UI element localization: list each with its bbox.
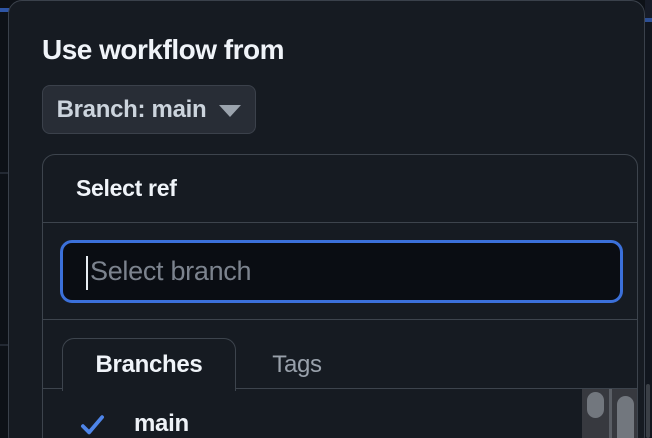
ref-panel-header: Select ref <box>43 155 637 223</box>
triangle-down-icon <box>219 105 242 117</box>
background-row-border <box>0 172 9 174</box>
branch-search-input[interactable] <box>63 243 620 300</box>
tab-branches[interactable]: Branches <box>62 338 236 391</box>
tab-tags[interactable]: Tags <box>272 350 322 378</box>
text-cursor <box>86 256 88 290</box>
page-background-right <box>645 0 652 438</box>
branch-search-field <box>60 240 623 303</box>
ref-selector-panel: Select ref Branches Tags main <box>42 154 638 438</box>
background-row-border <box>0 344 9 346</box>
list-item-main[interactable]: main <box>43 392 603 438</box>
scrollbar-separator <box>609 389 612 438</box>
background-focus-ring-left <box>0 8 9 12</box>
run-workflow-popover: Use workflow from Branch: main Select re… <box>8 0 645 438</box>
divider <box>43 319 637 320</box>
page-scrollbar[interactable] <box>646 384 650 438</box>
ref-panel-title: Select ref <box>76 175 177 201</box>
list-scrollbar-thumb[interactable] <box>587 392 604 418</box>
tabnav-border <box>43 388 637 389</box>
use-workflow-from-heading: Use workflow from <box>42 34 284 65</box>
background-focus-ring-right <box>645 18 652 22</box>
list-item-label: main <box>134 410 189 437</box>
panel-scrollbar-thumb[interactable] <box>617 396 634 438</box>
background-panel-edge <box>645 0 652 18</box>
check-icon <box>81 414 104 434</box>
branch-dropdown-button[interactable]: Branch: main <box>42 85 256 134</box>
branch-dropdown-label: Branch: main <box>56 95 207 123</box>
